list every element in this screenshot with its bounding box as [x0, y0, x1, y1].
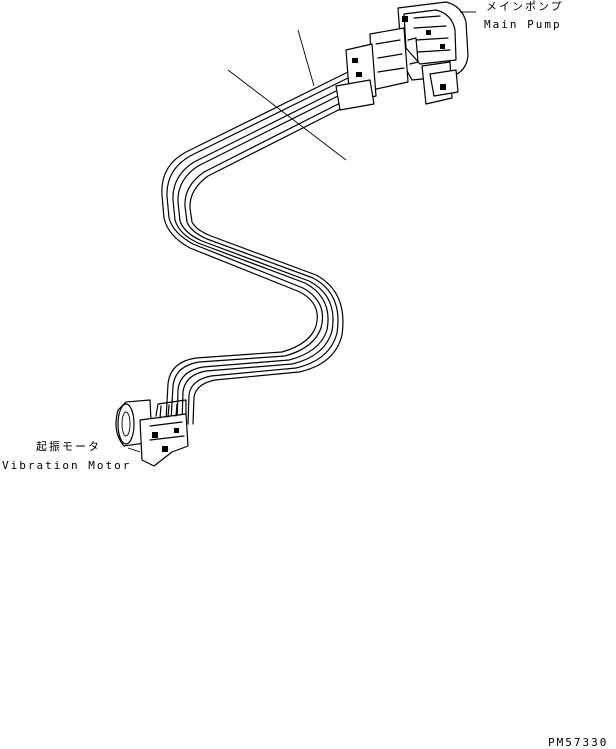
vibration-motor: [115, 399, 189, 467]
leader-lines: [127, 11, 476, 453]
hydraulic-hose-1: [161, 71, 353, 421]
main-pump-label-jp: メインポンプ: [486, 0, 564, 13]
main-pump-label-en: Main Pump: [484, 18, 562, 31]
vibration-motor-label-jp: 起振モータ: [36, 440, 101, 453]
hydraulic-hose-2: [172, 81, 359, 423]
drawing-number: PM57330: [548, 736, 609, 749]
vibration-motor-label-en: Vibration Motor: [2, 459, 132, 472]
main-pump: [335, 1, 469, 111]
hydraulic-hose-3: [184, 91, 367, 425]
